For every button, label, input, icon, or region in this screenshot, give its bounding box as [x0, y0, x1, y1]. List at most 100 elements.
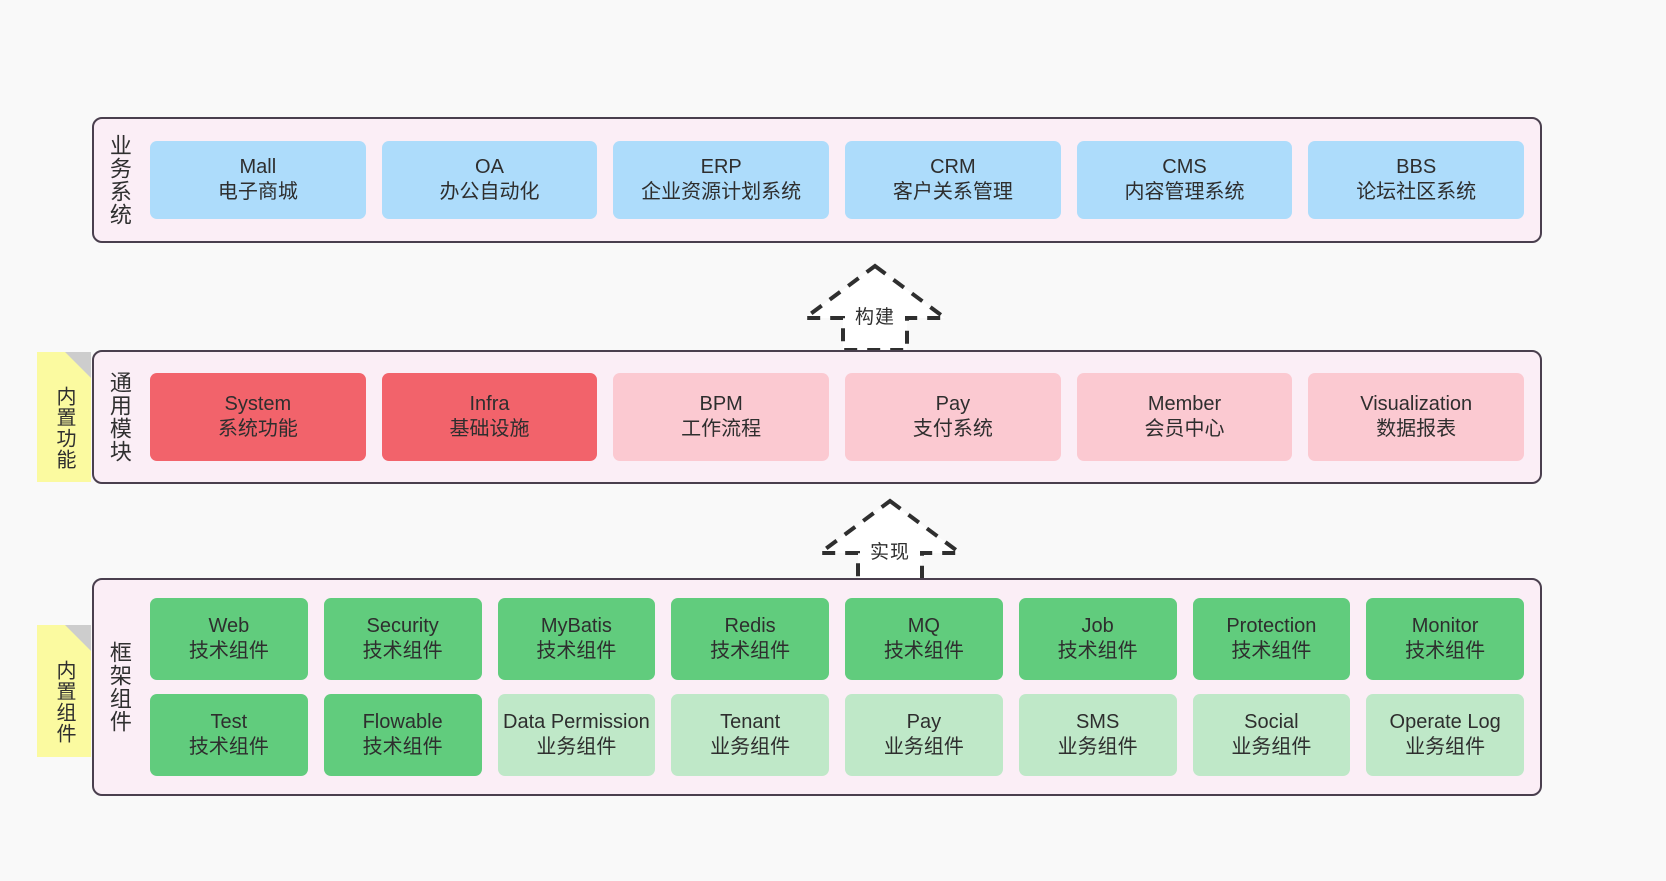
- node-name: Security: [366, 615, 439, 637]
- node-desc: 业务组件: [1057, 736, 1138, 758]
- framework-node-sms[interactable]: SMS 业务组件: [1018, 694, 1177, 776]
- node-name: OA: [475, 156, 504, 178]
- node-name: Operate Log: [1389, 711, 1501, 733]
- node-name: MyBatis: [540, 615, 612, 637]
- common-module-layer-title: 通用模块: [106, 371, 132, 463]
- node-name: BPM: [699, 393, 743, 415]
- node-desc: 企业资源计划系统: [641, 181, 802, 203]
- node-name: Data Permission: [503, 711, 650, 733]
- node-name: Test: [210, 711, 248, 733]
- node-name: Job: [1081, 615, 1114, 637]
- arrow-implement: 实现: [810, 497, 970, 589]
- framework-business-row: Test 技术组件 Flowable 技术组件 Data Permission …: [150, 694, 1524, 776]
- node-desc: 业务组件: [710, 736, 791, 758]
- business-node-mall[interactable]: Mall 电子商城: [150, 141, 366, 219]
- node-desc: 工作流程: [681, 418, 762, 440]
- framework-node-flowable[interactable]: Flowable 技术组件: [323, 694, 482, 776]
- node-name: CMS: [1162, 156, 1207, 178]
- node-desc: 业务组件: [1405, 736, 1486, 758]
- framework-node-web[interactable]: Web 技术组件: [150, 598, 308, 680]
- node-desc: 客户关系管理: [892, 181, 1013, 203]
- node-desc: 技术组件: [1231, 640, 1312, 662]
- node-name: Protection: [1226, 615, 1317, 637]
- node-name: Redis: [724, 615, 776, 637]
- sticky-note-label: 内置组件: [53, 660, 75, 744]
- arrow-build: 构建: [795, 262, 955, 354]
- framework-node-test[interactable]: Test 技术组件: [150, 694, 308, 776]
- node-desc: 技术组件: [188, 736, 269, 758]
- business-node-cms[interactable]: CMS 内容管理系统: [1076, 141, 1293, 219]
- framework-tech-row: Web 技术组件 Security 技术组件 MyBatis 技术组件 Redi…: [150, 598, 1524, 680]
- framework-node-social[interactable]: Social 业务组件: [1192, 694, 1351, 776]
- framework-component-grid: Web 技术组件 Security 技术组件 MyBatis 技术组件 Redi…: [144, 580, 1540, 794]
- framework-node-monitor[interactable]: Monitor 技术组件: [1366, 598, 1524, 680]
- module-node-bpm[interactable]: BPM 工作流程: [613, 373, 830, 461]
- node-desc: 会员中心: [1144, 418, 1225, 440]
- node-name: Mall: [239, 156, 277, 178]
- node-desc: 业务组件: [1231, 736, 1312, 758]
- node-name: SMS: [1075, 711, 1120, 733]
- node-desc: 办公自动化: [439, 181, 540, 203]
- sticky-note-label: 内置功能: [53, 386, 75, 470]
- node-desc: 基础设施: [449, 418, 530, 440]
- node-name: Member: [1147, 393, 1222, 415]
- node-name: Infra: [469, 393, 510, 415]
- sticky-fold-corner-icon: [65, 625, 91, 651]
- node-desc: 电子商城: [217, 181, 298, 203]
- node-name: Visualization: [1360, 393, 1473, 415]
- framework-node-security[interactable]: Security 技术组件: [323, 598, 482, 680]
- business-node-bbs[interactable]: BBS 论坛社区系统: [1308, 141, 1525, 219]
- module-node-member[interactable]: Member 会员中心: [1076, 373, 1293, 461]
- node-desc: 技术组件: [1405, 640, 1486, 662]
- node-name: CRM: [930, 156, 976, 178]
- arrow-implement-label: 实现: [869, 542, 910, 563]
- business-system-node-row: Mall 电子商城 OA 办公自动化 ERP 企业资源计划系统 CRM 客户关系…: [144, 119, 1540, 241]
- node-name: BBS: [1396, 156, 1437, 178]
- framework-node-tenant[interactable]: Tenant 业务组件: [671, 694, 829, 776]
- node-desc: 数据报表: [1376, 418, 1457, 440]
- node-desc: 论坛社区系统: [1356, 181, 1477, 203]
- module-node-visualization[interactable]: Visualization 数据报表: [1308, 373, 1525, 461]
- module-node-infra[interactable]: Infra 基础设施: [381, 373, 598, 461]
- framework-node-redis[interactable]: Redis 技术组件: [671, 598, 829, 680]
- node-name: MQ: [907, 615, 940, 637]
- common-module-layer: 通用模块 System 系统功能 Infra 基础设施 BPM 工作流程 Pay…: [92, 350, 1542, 484]
- node-desc: 技术组件: [362, 640, 443, 662]
- framework-node-operate-log[interactable]: Operate Log 业务组件: [1366, 694, 1524, 776]
- framework-node-mq[interactable]: MQ 技术组件: [845, 598, 1003, 680]
- node-name: Pay: [935, 393, 971, 415]
- node-desc: 技术组件: [710, 640, 791, 662]
- framework-node-data-permission[interactable]: Data Permission 业务组件: [497, 694, 656, 776]
- business-system-layer: 业务系统 Mall 电子商城 OA 办公自动化 ERP 企业资源计划系统 CRM…: [92, 117, 1542, 243]
- node-name: Social: [1244, 711, 1299, 733]
- node-name: Monitor: [1411, 615, 1479, 637]
- node-desc: 业务组件: [536, 736, 617, 758]
- node-desc: 系统功能: [217, 418, 298, 440]
- sticky-fold-corner-icon: [65, 352, 91, 378]
- arrow-build-label: 构建: [854, 307, 895, 328]
- node-name: ERP: [700, 156, 742, 178]
- module-node-pay[interactable]: Pay 支付系统: [845, 373, 1061, 461]
- node-name: Web: [208, 615, 250, 637]
- framework-node-protection[interactable]: Protection 技术组件: [1192, 598, 1351, 680]
- sticky-note-builtin-components: 内置组件: [37, 625, 91, 757]
- node-name: Tenant: [720, 711, 781, 733]
- sticky-note-builtin-features: 内置功能: [37, 352, 91, 482]
- node-desc: 技术组件: [1057, 640, 1138, 662]
- module-node-system[interactable]: System 系统功能: [150, 373, 366, 461]
- node-name: System: [224, 393, 292, 415]
- business-node-crm[interactable]: CRM 客户关系管理: [845, 141, 1061, 219]
- framework-node-job[interactable]: Job 技术组件: [1018, 598, 1177, 680]
- business-node-oa[interactable]: OA 办公自动化: [381, 141, 598, 219]
- framework-node-pay[interactable]: Pay 业务组件: [845, 694, 1003, 776]
- node-name: Flowable: [362, 711, 443, 733]
- node-desc: 内容管理系统: [1124, 181, 1245, 203]
- business-system-layer-title: 业务系统: [106, 134, 132, 226]
- business-node-erp[interactable]: ERP 企业资源计划系统: [613, 141, 830, 219]
- node-desc: 支付系统: [912, 418, 993, 440]
- node-desc: 业务组件: [883, 736, 964, 758]
- framework-node-mybatis[interactable]: MyBatis 技术组件: [497, 598, 656, 680]
- node-desc: 技术组件: [536, 640, 617, 662]
- common-module-node-row: System 系统功能 Infra 基础设施 BPM 工作流程 Pay 支付系统…: [144, 352, 1540, 482]
